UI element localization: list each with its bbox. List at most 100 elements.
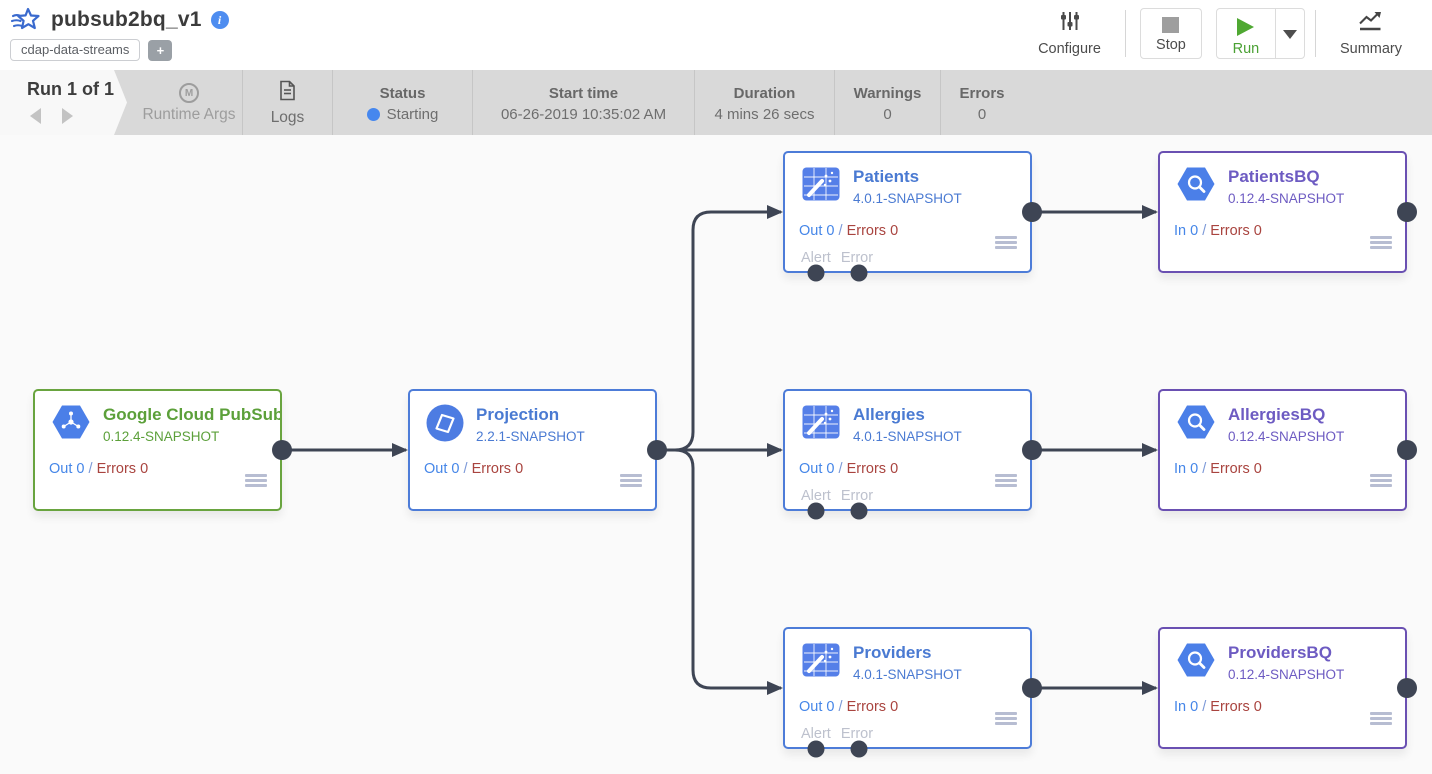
- pipeline-node-patientsbq[interactable]: PatientsBQ 0.12.4-SNAPSHOT In 0 / Errors…: [1158, 151, 1407, 273]
- stop-icon: [1162, 17, 1180, 33]
- app-header: pubsub2bq_v1 i cdap-data-streams + Confi…: [0, 0, 1432, 70]
- pipeline-node-providers[interactable]: Providers 4.0.1-SNAPSHOT Out 0 / Errors …: [783, 627, 1032, 749]
- run-label: Run: [1232, 41, 1260, 57]
- wrangler-icon: [801, 166, 841, 202]
- status-value: Starting: [386, 105, 439, 123]
- run-button[interactable]: Run: [1217, 9, 1275, 58]
- node-menu-icon[interactable]: [995, 236, 1017, 249]
- bigquery-icon: [1176, 404, 1216, 440]
- status-section: Status Starting: [333, 70, 473, 135]
- pipeline-node-pubsub[interactable]: Google Cloud PubSub 0.12.4-SNAPSHOT Out …: [33, 389, 282, 511]
- alert-error-labels: Alert Error: [801, 488, 873, 504]
- node-version: 0.12.4-SNAPSHOT: [103, 429, 220, 444]
- chevron-down-icon: [1282, 29, 1297, 46]
- node-title: Projection: [476, 405, 560, 424]
- run-options-caret[interactable]: [1274, 9, 1304, 58]
- node-menu-icon[interactable]: [1370, 712, 1392, 725]
- node-version: 4.0.1-SNAPSHOT: [853, 429, 962, 444]
- info-icon[interactable]: i: [210, 11, 229, 29]
- pipeline-node-projection[interactable]: Projection 2.2.1-SNAPSHOT Out 0 / Errors…: [408, 389, 657, 511]
- node-menu-icon[interactable]: [245, 474, 267, 487]
- node-menu-icon[interactable]: [620, 474, 642, 487]
- macros-icon: M: [178, 83, 199, 103]
- status-label: Status: [379, 84, 426, 102]
- node-title: Google Cloud PubSub: [103, 405, 280, 424]
- node-version: 0.12.4-SNAPSHOT: [1228, 191, 1345, 206]
- node-metrics: In 0 / Errors 0: [1174, 223, 1262, 239]
- node-metrics: Out 0 / Errors 0: [799, 223, 899, 239]
- run-selector: Run 1 of 1: [0, 70, 127, 135]
- start-time-section: Start time 06-26-2019 10:35:02 AM: [473, 70, 695, 135]
- pubsub-icon: [51, 404, 91, 440]
- pipeline-node-patients[interactable]: Patients 4.0.1-SNAPSHOT Out 0 / Errors 0…: [783, 151, 1032, 273]
- errors-value: 0: [977, 105, 987, 123]
- duration-section: Duration 4 mins 26 secs: [695, 70, 835, 135]
- node-title: PatientsBQ: [1228, 167, 1320, 186]
- node-metrics: In 0 / Errors 0: [1174, 461, 1262, 477]
- tag-pill[interactable]: cdap-data-streams: [10, 39, 141, 61]
- error-port-label: Error: [840, 250, 874, 266]
- errors-section: Errors 0: [941, 70, 1023, 135]
- summary-button[interactable]: Summary: [1326, 8, 1416, 59]
- node-version: 4.0.1-SNAPSHOT: [853, 667, 962, 682]
- error-port-label: Error: [840, 488, 874, 504]
- pipeline-node-allergiesbq[interactable]: AllergiesBQ 0.12.4-SNAPSHOT In 0 / Error…: [1158, 389, 1407, 511]
- duration-label: Duration: [733, 84, 796, 102]
- divider: [1124, 10, 1126, 57]
- node-menu-icon[interactable]: [1370, 474, 1392, 487]
- wrangler-icon: [801, 642, 841, 678]
- alert-port-label: Alert: [801, 250, 831, 266]
- node-version: 0.12.4-SNAPSHOT: [1228, 429, 1345, 444]
- configure-button[interactable]: Configure: [1024, 8, 1115, 59]
- status-dot: [366, 107, 380, 121]
- runtime-args-label: Runtime Args: [142, 106, 236, 123]
- edge-projection-to-providers: [657, 448, 783, 695]
- node-version: 4.0.1-SNAPSHOT: [853, 191, 962, 206]
- node-metrics: Out 0 / Errors 0: [799, 699, 899, 715]
- chart-icon: [1358, 11, 1384, 36]
- previous-run-button[interactable]: [30, 108, 41, 124]
- next-run-button[interactable]: [62, 108, 73, 124]
- wrangler-icon: [801, 404, 841, 440]
- run-status-bar: Run 1 of 1 M Runtime Args Logs: [0, 70, 1432, 135]
- add-tag-button[interactable]: +: [148, 39, 173, 61]
- realtime-pipeline-icon: [10, 6, 42, 34]
- play-icon: [1236, 17, 1255, 41]
- logs-button[interactable]: Logs: [270, 80, 305, 127]
- warnings-value: 0: [883, 105, 892, 123]
- node-menu-icon[interactable]: [1370, 236, 1392, 249]
- warnings-section: Warnings 0: [835, 70, 941, 135]
- pipeline-node-allergies[interactable]: Allergies 4.0.1-SNAPSHOT Out 0 / Errors …: [783, 389, 1032, 511]
- projection-icon: [426, 404, 464, 442]
- node-metrics: In 0 / Errors 0: [1174, 699, 1262, 715]
- document-icon: [279, 80, 296, 106]
- stop-button[interactable]: Stop: [1139, 8, 1202, 59]
- logs-section: Logs: [243, 70, 333, 135]
- run-counter: Run 1 of 1: [27, 79, 115, 99]
- header-actions: Configure Stop Run: [1024, 8, 1416, 59]
- errors-label: Errors: [959, 84, 1005, 102]
- node-menu-icon[interactable]: [995, 712, 1017, 725]
- node-version: 0.12.4-SNAPSHOT: [1228, 667, 1345, 682]
- pipeline-node-providersbq[interactable]: ProvidersBQ 0.12.4-SNAPSHOT In 0 / Error…: [1158, 627, 1407, 749]
- divider: [1314, 10, 1316, 57]
- alert-port-label: Alert: [801, 488, 831, 504]
- duration-value: 4 mins 26 secs: [714, 105, 815, 123]
- node-menu-icon[interactable]: [995, 474, 1017, 487]
- node-metrics: Out 0 / Errors 0: [424, 461, 524, 477]
- pipeline-canvas[interactable]: Google Cloud PubSub 0.12.4-SNAPSHOT Out …: [0, 135, 1432, 774]
- run-split-button: Run: [1215, 8, 1305, 59]
- configure-label: Configure: [1038, 41, 1101, 57]
- warnings-label: Warnings: [853, 84, 922, 102]
- runtime-args-button[interactable]: M Runtime Args: [142, 83, 236, 124]
- alert-port-label: Alert: [801, 726, 831, 742]
- start-time-label: Start time: [548, 84, 619, 102]
- node-metrics: Out 0 / Errors 0: [49, 461, 149, 477]
- summary-label: Summary: [1339, 41, 1402, 57]
- logs-label: Logs: [270, 109, 305, 126]
- node-title: Providers: [853, 643, 932, 662]
- sliders-icon: [1059, 11, 1081, 35]
- node-title: AllergiesBQ: [1228, 405, 1326, 424]
- alert-error-labels: Alert Error: [801, 250, 873, 266]
